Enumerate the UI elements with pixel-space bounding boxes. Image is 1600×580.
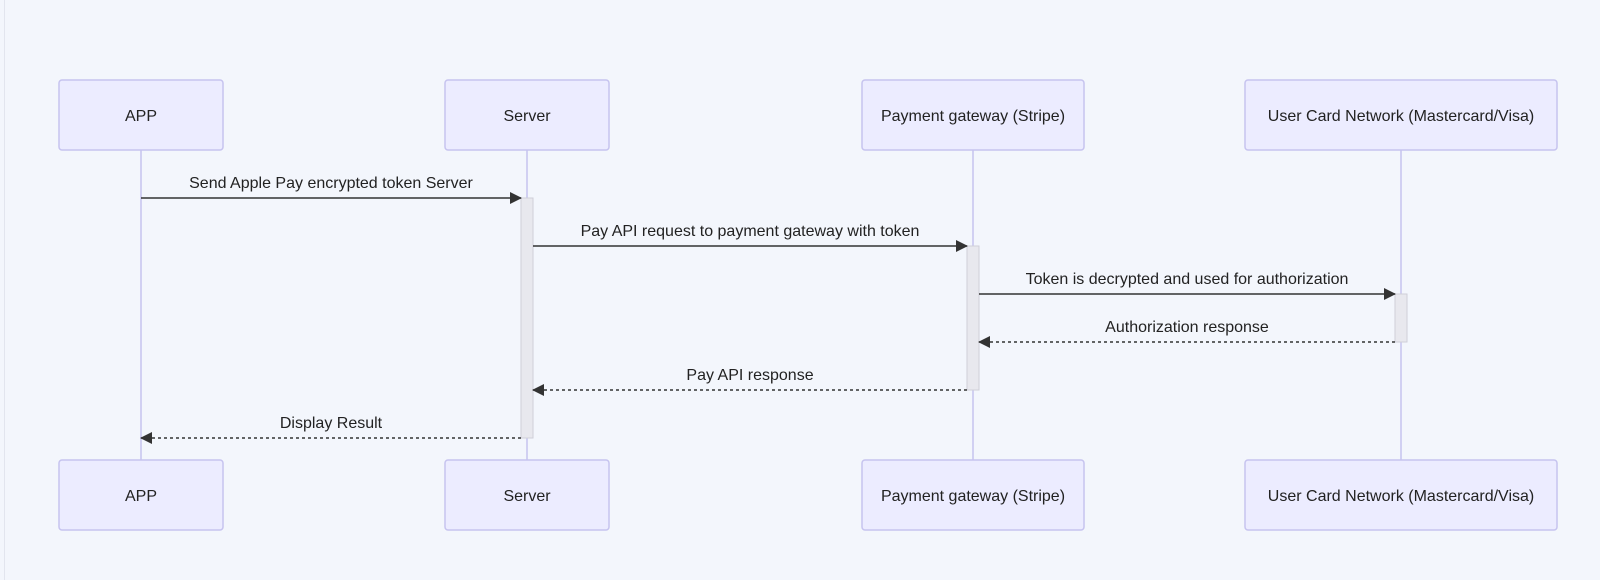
participant-label-gateway-top: Payment gateway (Stripe) xyxy=(881,108,1065,125)
message-label-3: Token is decrypted and used for authoriz… xyxy=(1026,271,1349,288)
participant-label-gateway-bottom: Payment gateway (Stripe) xyxy=(881,488,1065,505)
left-border xyxy=(4,0,5,580)
activation-bar-gateway xyxy=(966,245,980,391)
message-label-2: Pay API request to payment gateway with … xyxy=(581,223,920,240)
messages: Send Apple Pay encrypted token ServerPay… xyxy=(140,175,1396,444)
message-label-4: Authorization response xyxy=(1105,319,1269,336)
lifelines xyxy=(140,150,1402,460)
participant-box-gateway-bottom xyxy=(861,459,1085,531)
participant-box-server-top xyxy=(444,79,610,151)
participant-box-app-top xyxy=(58,79,224,151)
message-label-1: Send Apple Pay encrypted token Server xyxy=(189,175,473,192)
participant-box-app-bottom xyxy=(58,459,224,531)
activation-bar-network xyxy=(1394,293,1408,343)
message-label-5: Pay API response xyxy=(686,367,813,384)
participant-box-network-top xyxy=(1244,79,1558,151)
participant-label-network-top: User Card Network (Mastercard/Visa) xyxy=(1268,108,1534,125)
activations xyxy=(520,197,1408,439)
participant-box-server-bottom xyxy=(444,459,610,531)
participant-label-app-top: APP xyxy=(125,108,157,125)
participant-label-server-top: Server xyxy=(503,108,551,125)
participant-label-server-bottom: Server xyxy=(503,488,551,505)
participant-label-app-bottom: APP xyxy=(125,488,157,505)
message-label-6: Display Result xyxy=(280,415,383,432)
activation-bar-server xyxy=(520,197,534,439)
participant-box-network-bottom xyxy=(1244,459,1558,531)
participant-label-network-bottom: User Card Network (Mastercard/Visa) xyxy=(1268,488,1534,505)
participant-box-gateway-top xyxy=(861,79,1085,151)
